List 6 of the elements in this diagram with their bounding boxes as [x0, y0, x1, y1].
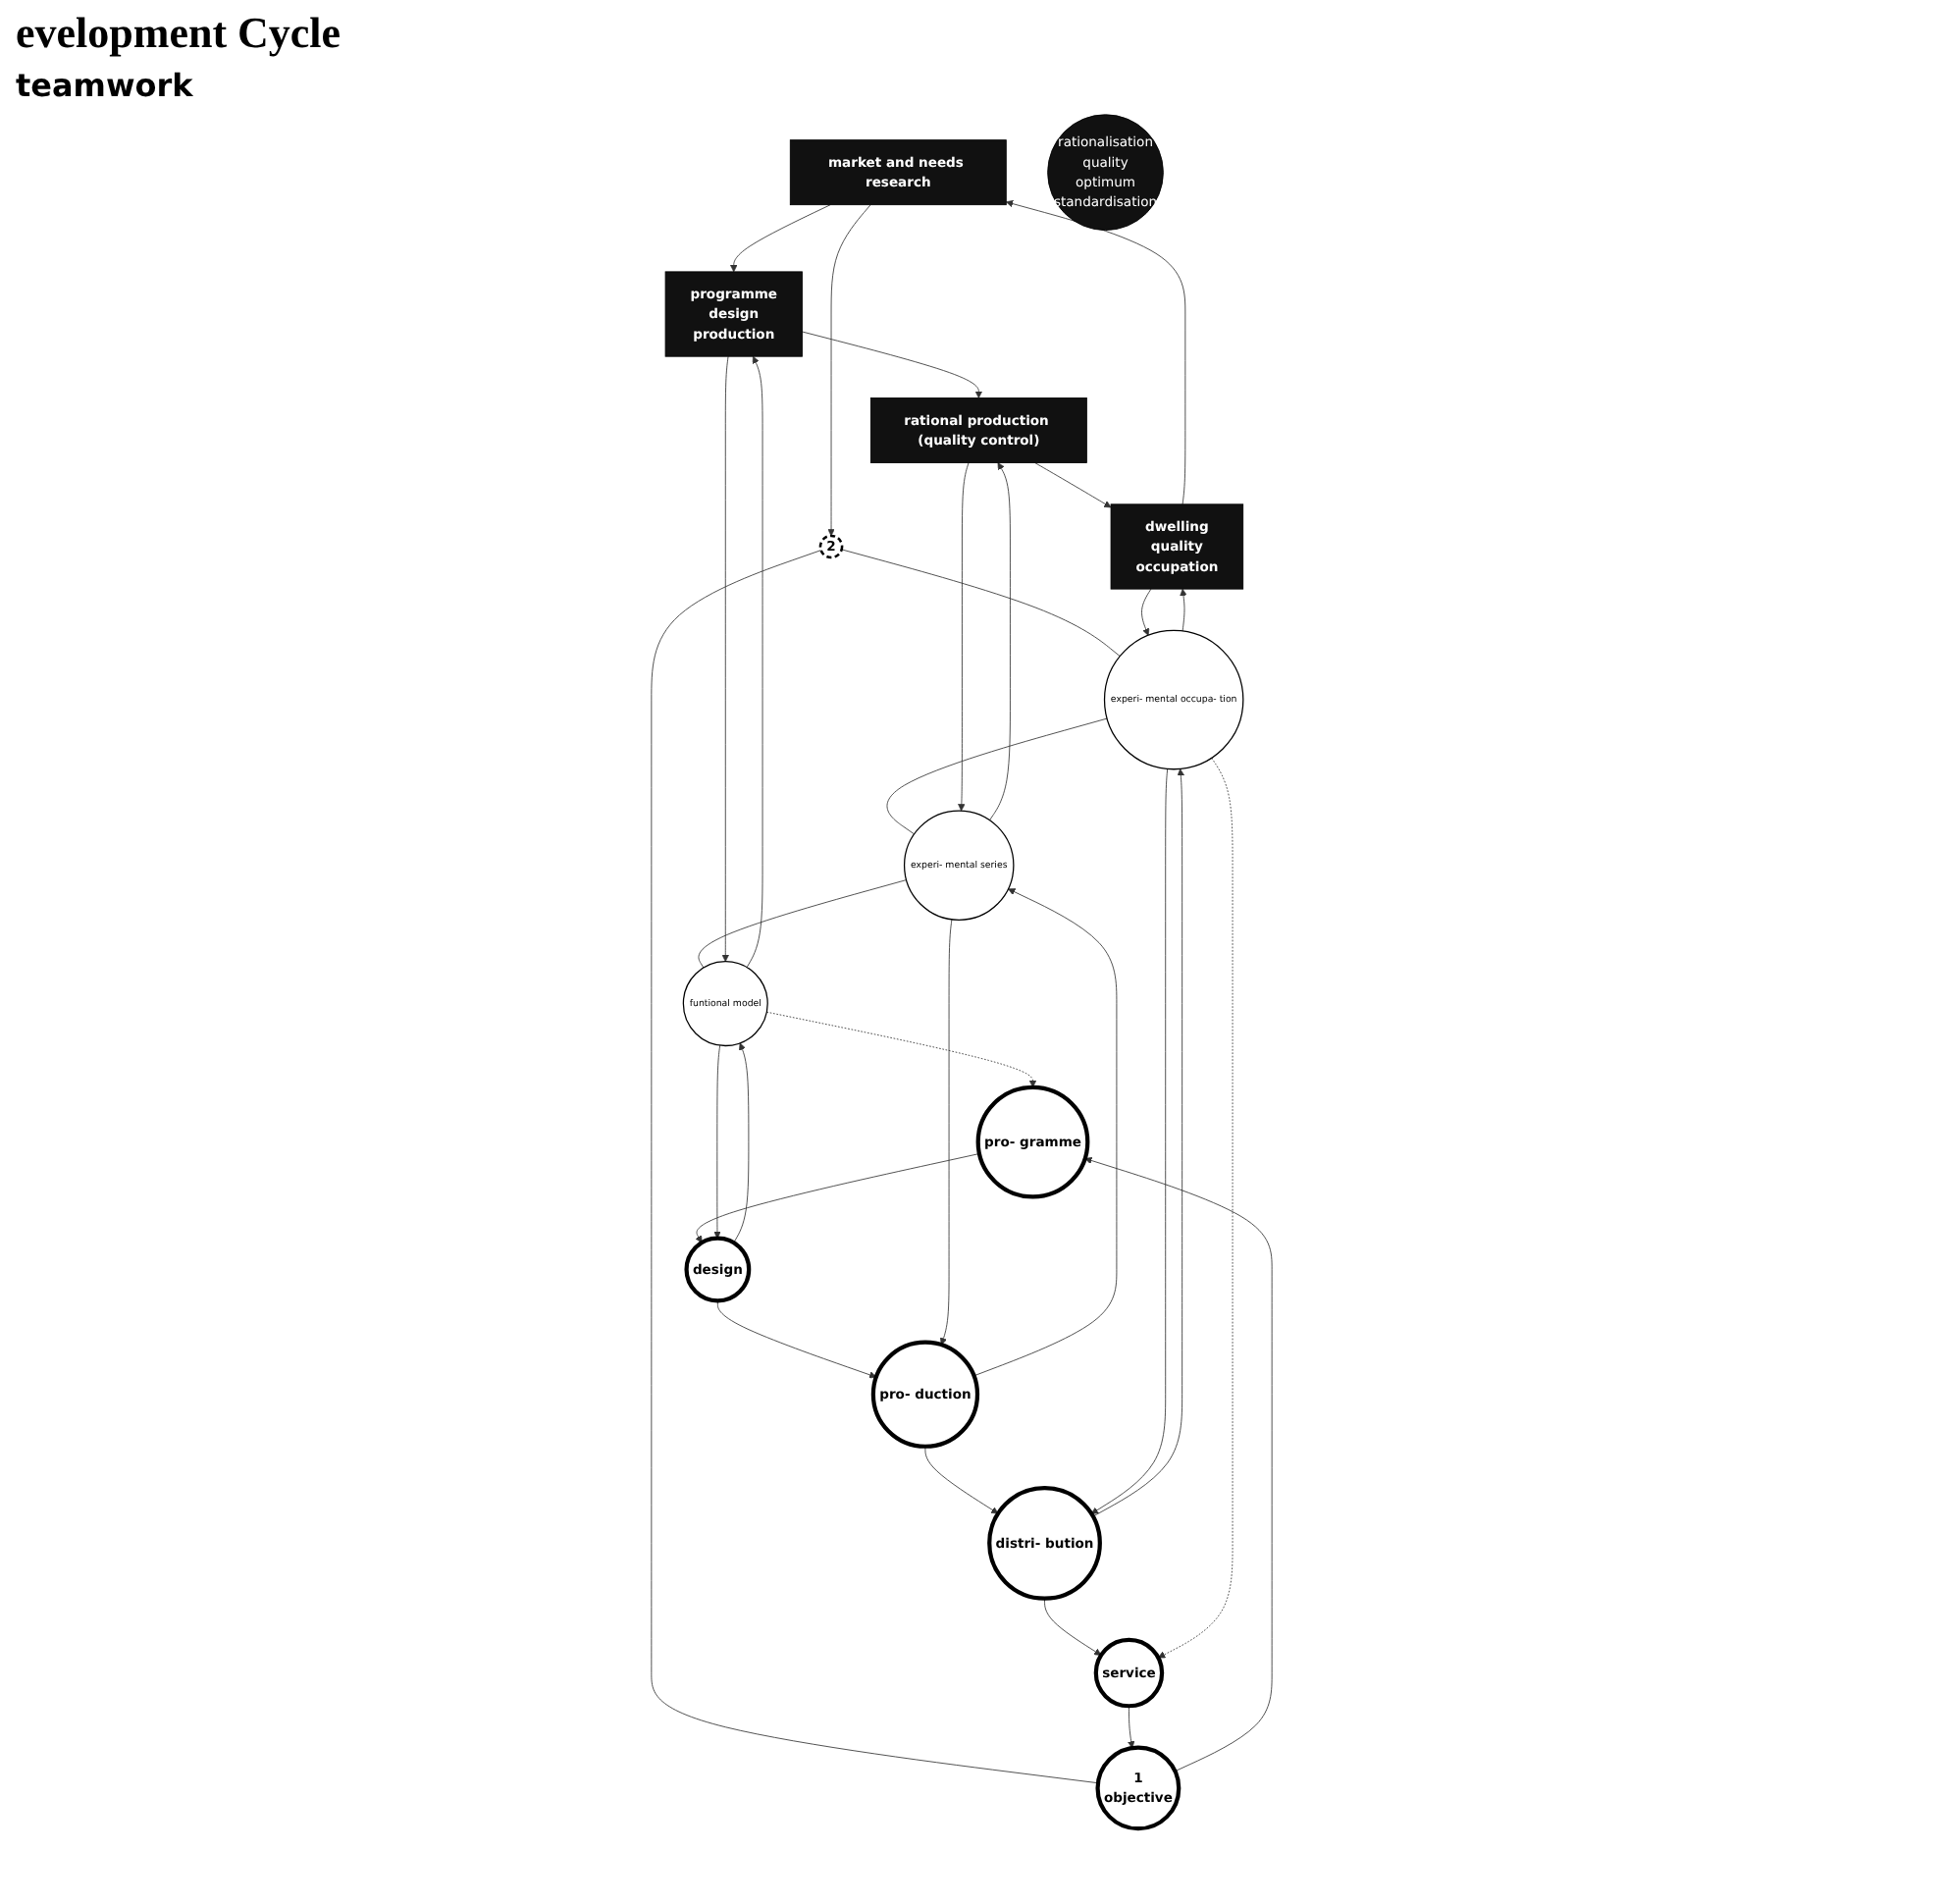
diagram-title: evelopment Cycle — [16, 8, 343, 59]
note-text: teamwork — [16, 67, 193, 104]
connector — [886, 717, 1108, 835]
connector — [841, 549, 1121, 658]
connector — [651, 550, 1099, 1784]
connector — [698, 879, 908, 969]
